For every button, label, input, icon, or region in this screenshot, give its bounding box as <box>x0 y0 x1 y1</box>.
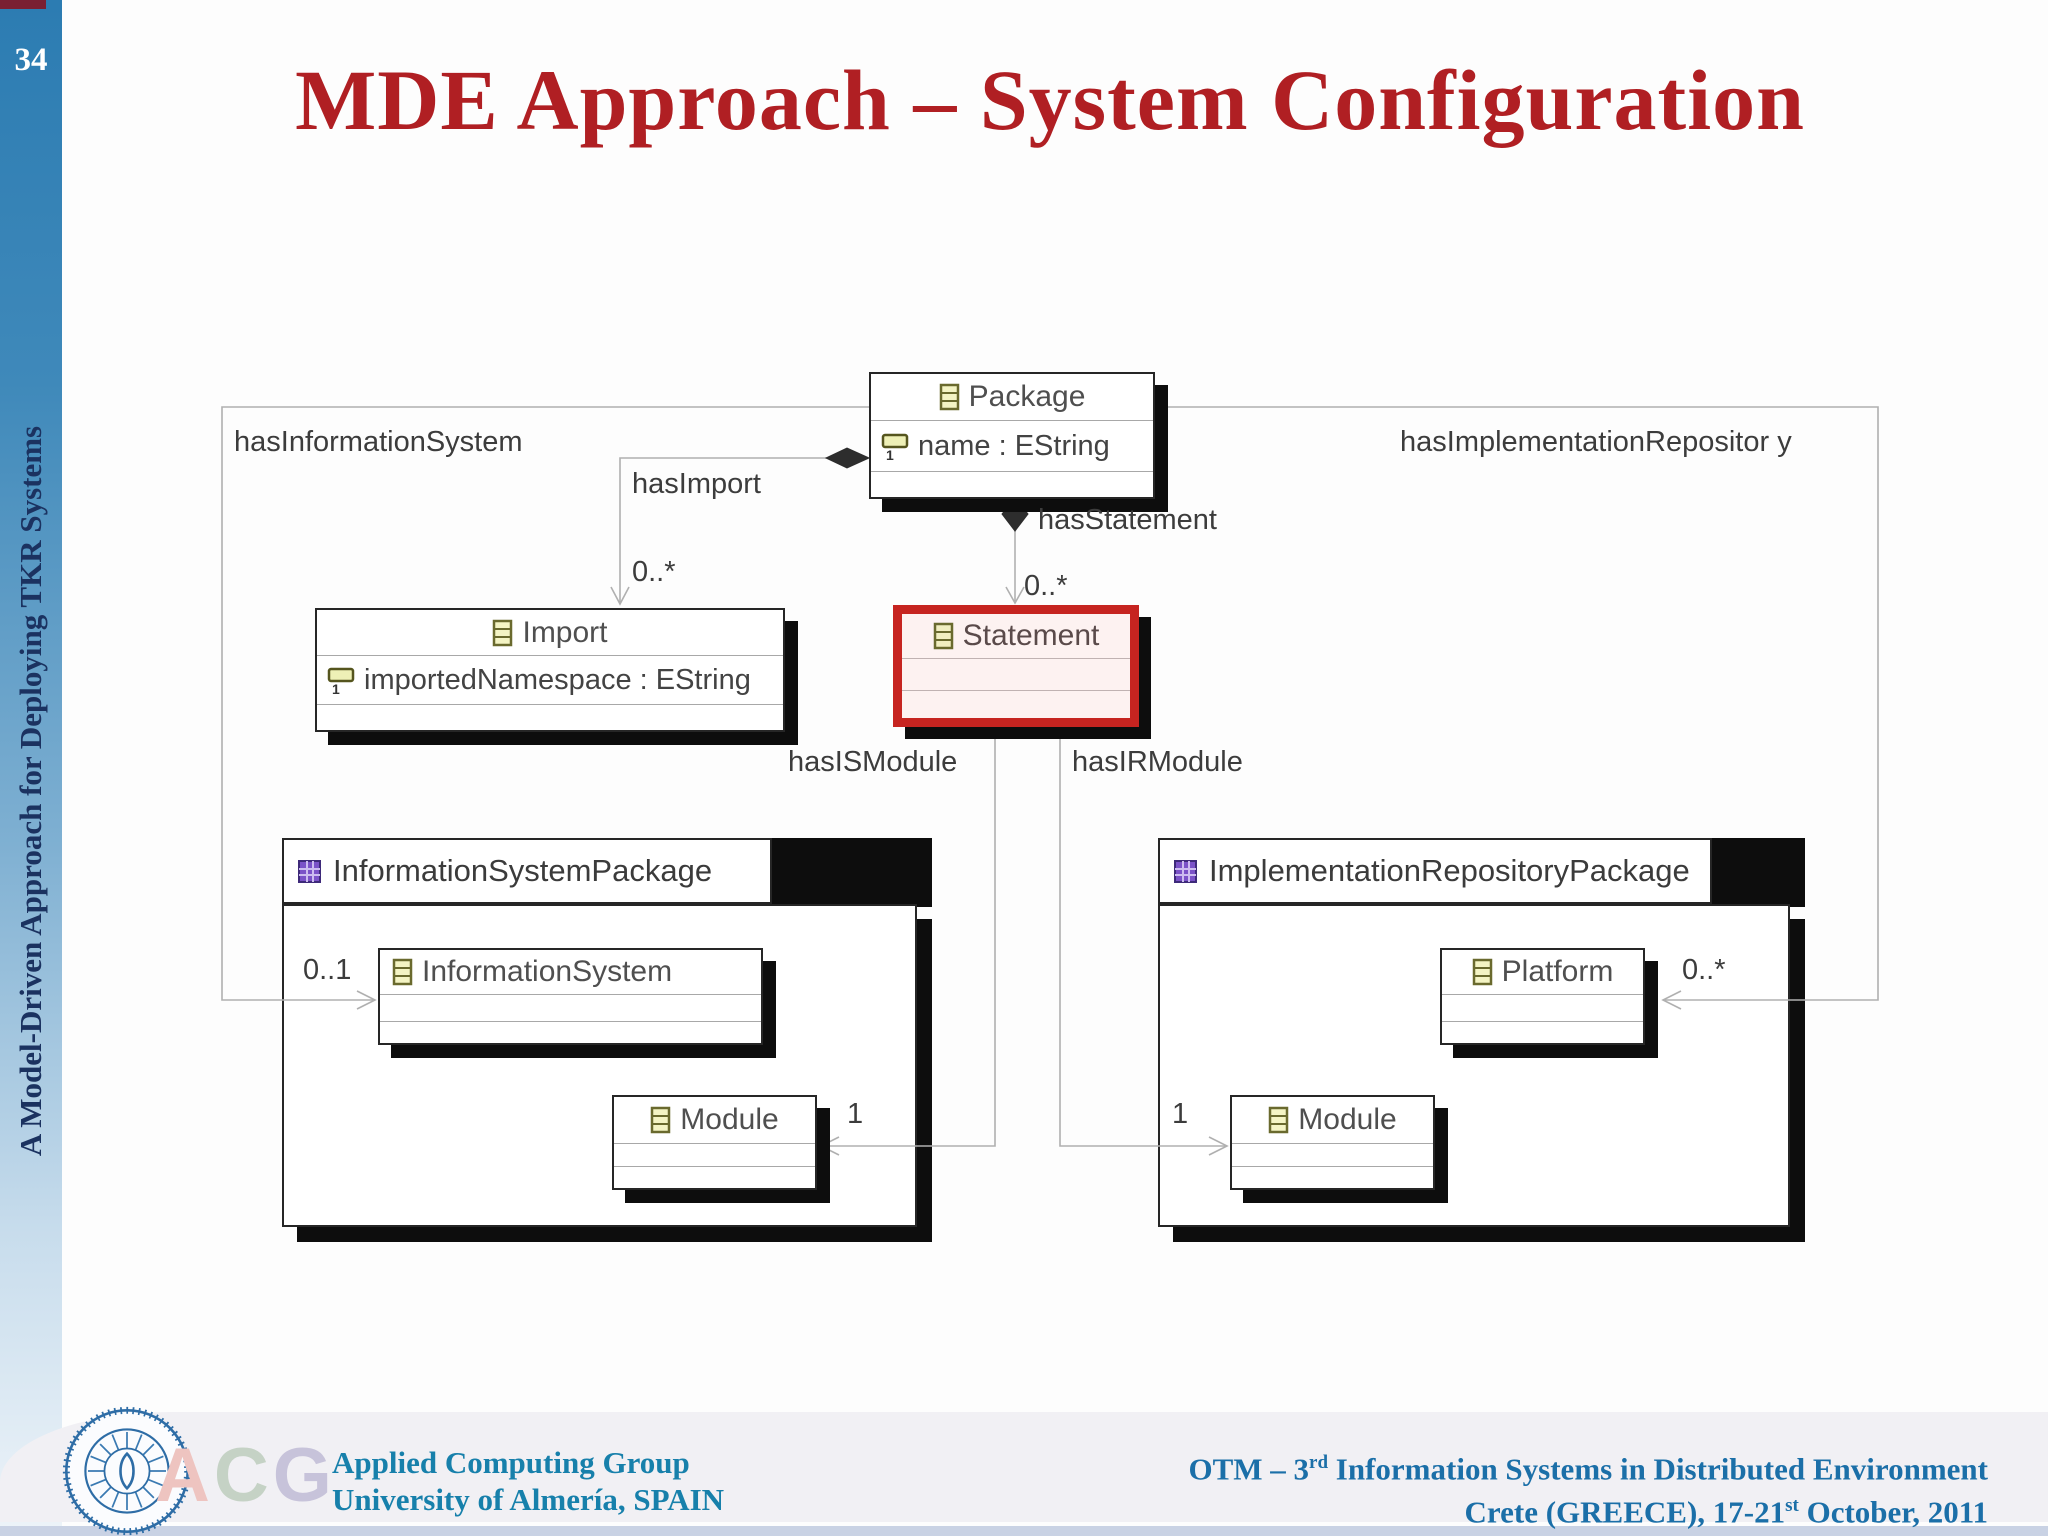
class-icon <box>933 622 953 650</box>
class-name: Package <box>968 380 1086 413</box>
class-module-ir[interactable]: Module <box>1230 1095 1435 1190</box>
class-informationsystem[interactable]: InformationSystem <box>378 948 763 1045</box>
class-name: Import <box>522 615 608 649</box>
edge-label-hasimplementationrepository: hasImplementationRepositor y <box>1400 426 1792 458</box>
class-statement-highlight[interactable]: Statement <box>893 605 1139 727</box>
edge-label-hasinformationsystem: hasInformationSystem <box>234 426 523 458</box>
sidebar <box>0 0 62 1536</box>
svg-text:1: 1 <box>886 447 894 461</box>
ir-package-name: ImplementationRepositoryPackage <box>1209 853 1690 888</box>
page-title: MDE Approach – System Configuration <box>295 52 1805 148</box>
svg-text:1: 1 <box>332 681 340 695</box>
multiplicity-hasstatement: 0..* <box>1024 570 1068 602</box>
class-icon <box>1472 958 1492 986</box>
footer-university: University of Almería, SPAIN <box>332 1482 725 1517</box>
class-platform[interactable]: Platform <box>1440 948 1645 1045</box>
class-name: Module <box>1298 1103 1397 1136</box>
edge-label-hasismodule: hasISModule <box>788 746 958 778</box>
package-icon <box>298 859 321 883</box>
is-package-name: InformationSystemPackage <box>333 853 713 888</box>
class-name: InformationSystem <box>422 955 673 988</box>
multiplicity-hasimport: 0..* <box>632 556 676 588</box>
is-package-shadow-block <box>770 838 932 907</box>
package-icon <box>1174 859 1197 883</box>
class-import[interactable]: Import 1 importedNamespace : EString <box>315 608 785 732</box>
is-package-tab[interactable]: InformationSystemPackage <box>282 838 772 904</box>
class-name: Module <box>680 1103 779 1136</box>
class-package[interactable]: Package 1 name : EString <box>869 372 1155 499</box>
footer-location-date: Crete (GREECE), 17-21st October, 2011 <box>1464 1494 1988 1530</box>
class-module-is[interactable]: Module <box>612 1095 817 1190</box>
class-name: Statement <box>962 619 1100 652</box>
attribute-text: name : EString <box>918 429 1110 462</box>
footer-right-text: OTM – 3rd Information Systems in Distrib… <box>1188 1444 1988 1531</box>
university-seal-logo <box>62 1406 192 1536</box>
ir-package-tab[interactable]: ImplementationRepositoryPackage <box>1158 838 1712 904</box>
ir-package-shadow-block <box>1700 838 1805 907</box>
composition-diamond-hasimport <box>824 447 871 469</box>
footer-conference: OTM – 3rd Information Systems in Distrib… <box>1188 1451 1988 1487</box>
sidebar-top-strip <box>0 0 46 9</box>
multiplicity-hasimplementationrepository: 0..* <box>1682 954 1726 986</box>
sidebar-vertical-title: A Model-Driven Approach for Deploying TK… <box>13 425 48 1157</box>
multiplicity-hasirmodule: 1 <box>1172 1098 1189 1130</box>
edge-label-hasimport: hasImport <box>632 468 761 500</box>
acg-logo: ACG <box>155 1433 336 1518</box>
composition-diamond-hasstatement <box>1001 497 1029 532</box>
multiplicity-hasinformationsystem: 0..1 <box>303 954 352 986</box>
class-icon <box>939 383 959 411</box>
edge-label-hasirmodule: hasIRModule <box>1072 746 1243 778</box>
footer-org: Applied Computing Group <box>332 1445 690 1480</box>
class-icon <box>651 1106 671 1134</box>
attribute-icon: 1 <box>327 667 355 695</box>
class-name: Platform <box>1501 955 1614 988</box>
slide-number: 34 <box>14 42 48 78</box>
attribute-icon: 1 <box>881 433 909 461</box>
footer-bottom-strip <box>0 1526 2048 1536</box>
footer-band <box>0 1412 2048 1522</box>
edge-label-hasstatement: hasStatement <box>1038 504 1217 536</box>
class-icon <box>1269 1106 1289 1134</box>
class-icon <box>392 958 413 986</box>
multiplicity-hasismodule: 1 <box>847 1098 864 1130</box>
class-icon <box>493 619 513 646</box>
attribute-text: importedNamespace : EString <box>364 663 751 696</box>
footer-left-text: Applied Computing Group University of Al… <box>332 1444 724 1518</box>
